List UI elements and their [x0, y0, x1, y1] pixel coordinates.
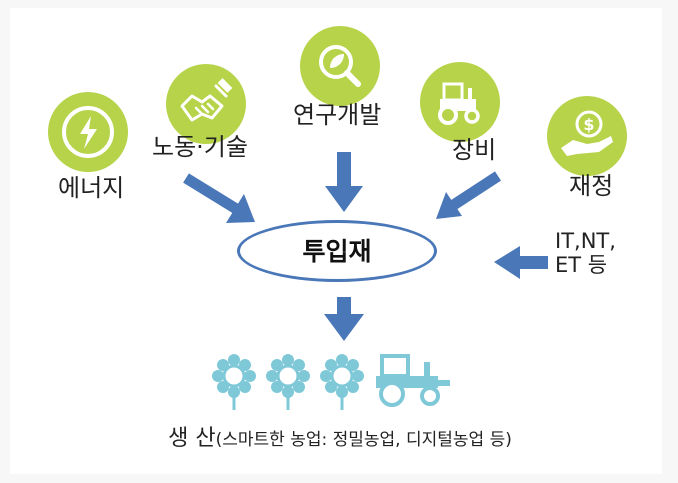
arrow-tech: [494, 246, 548, 279]
arrow-production: [324, 297, 364, 341]
production-main: 생 산: [168, 426, 216, 451]
production-detail: (스마트한 농업: 정밀농업, 디지털농업 등): [215, 430, 512, 450]
tech-label: IT,NT, ET 등: [555, 229, 616, 277]
magnifier-leaf-icon: [300, 26, 380, 106]
arrow-rnd: [325, 152, 363, 212]
lightning-icon: [48, 92, 128, 172]
tech-line-1: IT,NT,: [555, 229, 616, 253]
arrow-equipment: [436, 171, 502, 219]
label-energy: 에너지: [58, 174, 125, 202]
arrow-energy: [183, 173, 255, 223]
label-rnd: 연구개발: [293, 101, 382, 129]
sunflower-icon: [320, 354, 364, 410]
dollar-coin-hand-icon: $: [547, 96, 627, 176]
sunflower-icon: [266, 354, 310, 410]
label-equipment: 장비: [452, 136, 497, 164]
tech-line-2: ET 등: [555, 253, 608, 278]
center-label: 투입재: [302, 236, 372, 266]
production-caption: 생 산(스마트한 농업: 정밀농업, 디지털농업 등): [150, 420, 530, 452]
svg-text:$: $: [583, 115, 594, 134]
sunflower-icon: [212, 354, 256, 410]
tractor-icon: [376, 354, 450, 407]
tractor-icon: [420, 62, 500, 142]
label-finance: 재정: [569, 172, 614, 200]
inputs-ellipse: 투입재: [237, 220, 437, 282]
handshake-icon: [166, 64, 246, 144]
label-labor-tech: 노동·기술: [152, 133, 248, 161]
